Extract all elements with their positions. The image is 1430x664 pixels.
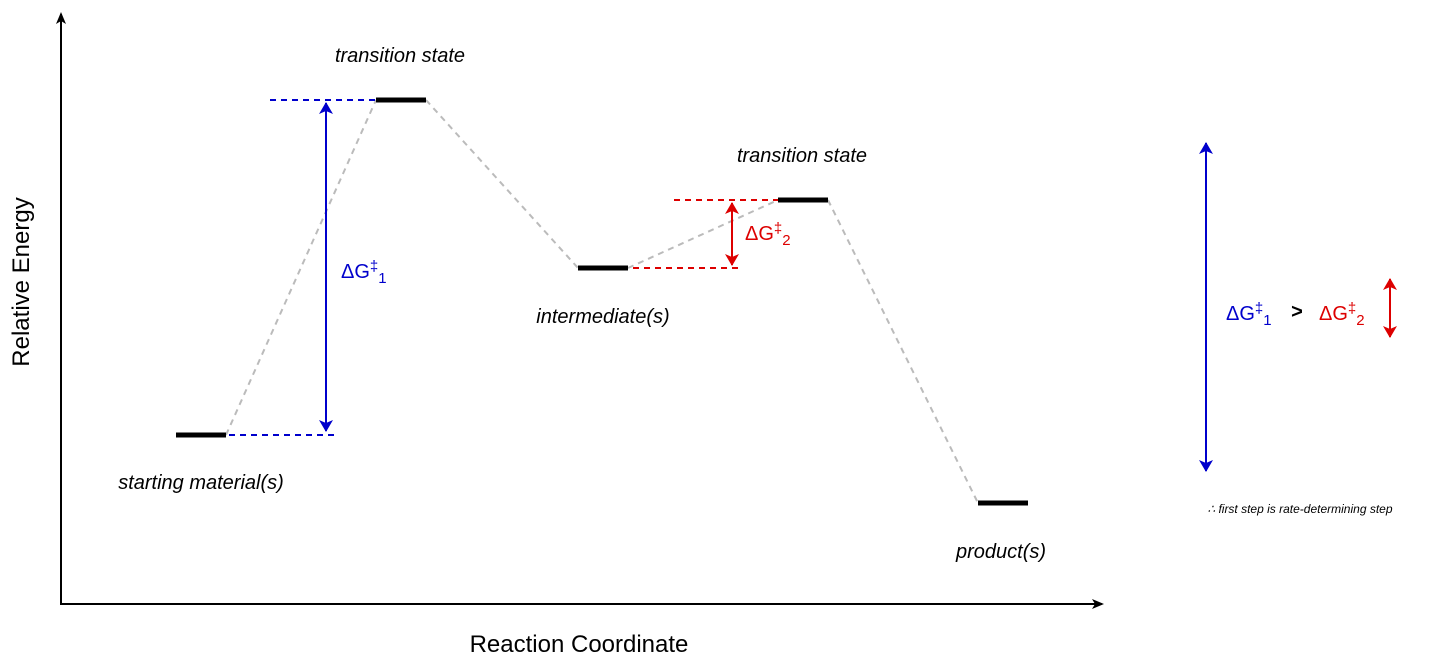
comparison-barrier1-label: ΔG‡1	[1226, 300, 1272, 329]
label-starting-material: starting material(s)	[118, 472, 284, 494]
path-ts1-to-int	[425, 99, 579, 269]
x-axis-title: Reaction Coordinate	[470, 631, 689, 658]
comparison-barrier2-label: ΔG‡2	[1319, 300, 1365, 329]
label-product: product(s)	[955, 541, 1046, 563]
comparison-symbol: >	[1291, 301, 1303, 323]
barrier1-label: ΔG‡1	[341, 258, 387, 287]
conclusion-note: ∴ first step is rate-determining step	[1207, 502, 1392, 516]
y-axis-title: Relative Energy	[8, 197, 35, 366]
barrier2-label: ΔG‡2	[745, 220, 791, 249]
energy-levels	[176, 97, 1028, 506]
reaction-path	[225, 99, 979, 504]
path-int-to-ts2	[627, 199, 779, 269]
path-ts2-to-product	[827, 199, 979, 504]
label-intermediate: intermediate(s)	[536, 306, 669, 328]
label-ts2: transition state	[737, 145, 867, 167]
label-ts1: transition state	[335, 45, 465, 67]
